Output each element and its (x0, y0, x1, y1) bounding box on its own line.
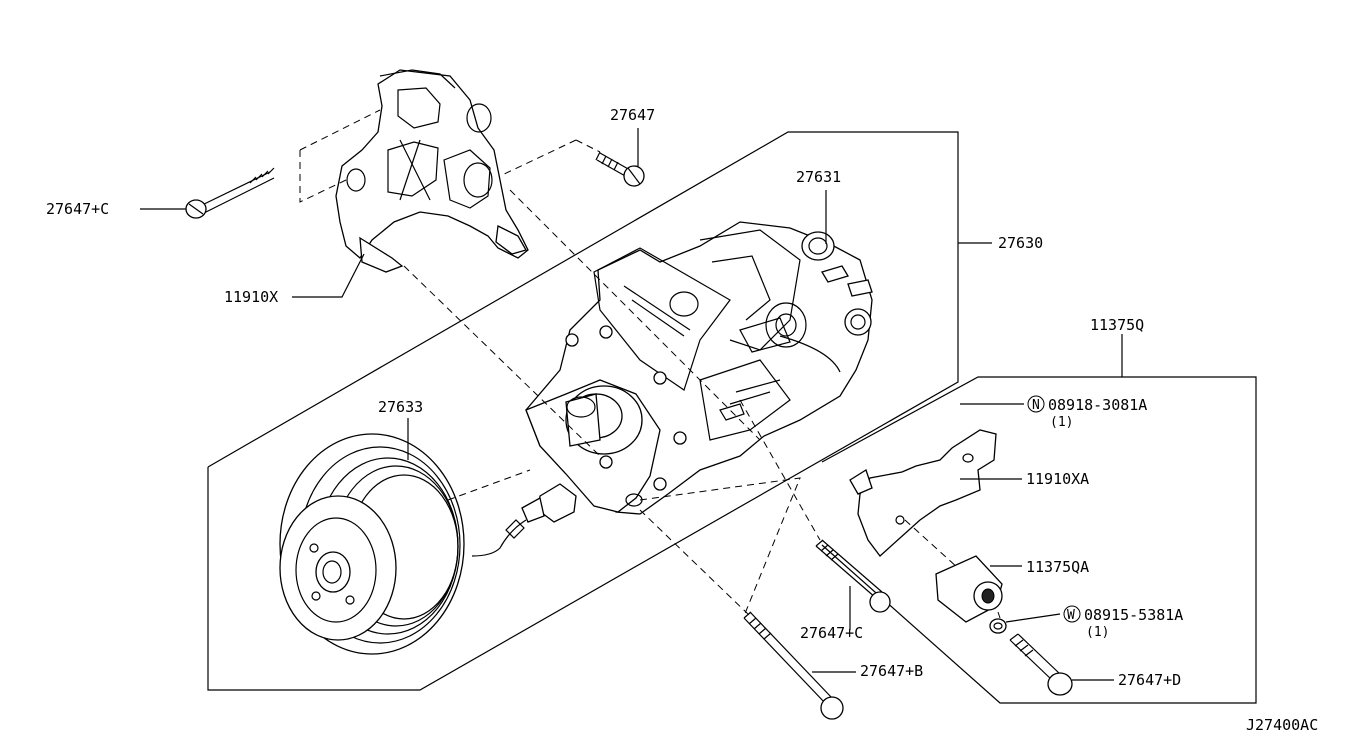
label-27633: 27633 (378, 398, 423, 416)
magnet-clutch-27633 (279, 433, 465, 655)
label-08915-qty: (1) (1086, 625, 1109, 640)
callout-labels: 27647 27631 27630 27647+C 11910X 11375Q … (46, 106, 1318, 734)
bracket-assembly-frame (821, 376, 1257, 704)
label-11910x: 11910X (224, 288, 278, 306)
label-w-prefix: W (1067, 608, 1075, 623)
label-11375qa: 11375QA (1026, 558, 1089, 576)
leader-lines (140, 128, 1123, 681)
label-27647c-top: 27647+C (46, 200, 109, 218)
label-11910xa: 11910XA (1026, 470, 1089, 488)
label-27647: 27647 (610, 106, 655, 124)
washer-08915 (989, 618, 1007, 634)
bolt-27647c-top (185, 167, 275, 219)
alignment-lines (299, 109, 1001, 619)
bolt-27647b (743, 611, 844, 720)
n-prefix-circle (1027, 395, 1045, 413)
compressor-27630 (525, 221, 873, 515)
bracket-11910xa (849, 429, 997, 557)
diagram-id: J27400AC (1246, 716, 1318, 734)
bolt-27647 (595, 151, 645, 187)
bolt-27647c-bottom (815, 539, 891, 613)
bolt-27647d (1009, 633, 1073, 696)
label-27647b: 27647+B (860, 662, 923, 680)
label-08918-qty: (1) (1050, 415, 1073, 430)
compressor-assembly-frame (207, 131, 959, 691)
label-27631: 27631 (796, 168, 841, 186)
label-n-prefix: N (1032, 398, 1040, 413)
label-08915: 08915-5381A (1084, 606, 1183, 624)
mounting-bracket-11910x (335, 69, 529, 273)
spacer-11375qa (935, 555, 1003, 623)
label-27647d: 27647+D (1118, 671, 1181, 689)
label-11375q: 11375Q (1090, 316, 1144, 334)
w-prefix-circle (1063, 605, 1081, 623)
compressor-connector (471, 483, 577, 557)
label-08918: 08918-3081A (1048, 396, 1147, 414)
label-27630: 27630 (998, 234, 1043, 252)
label-27647c-bottom: 27647+C (800, 624, 863, 642)
